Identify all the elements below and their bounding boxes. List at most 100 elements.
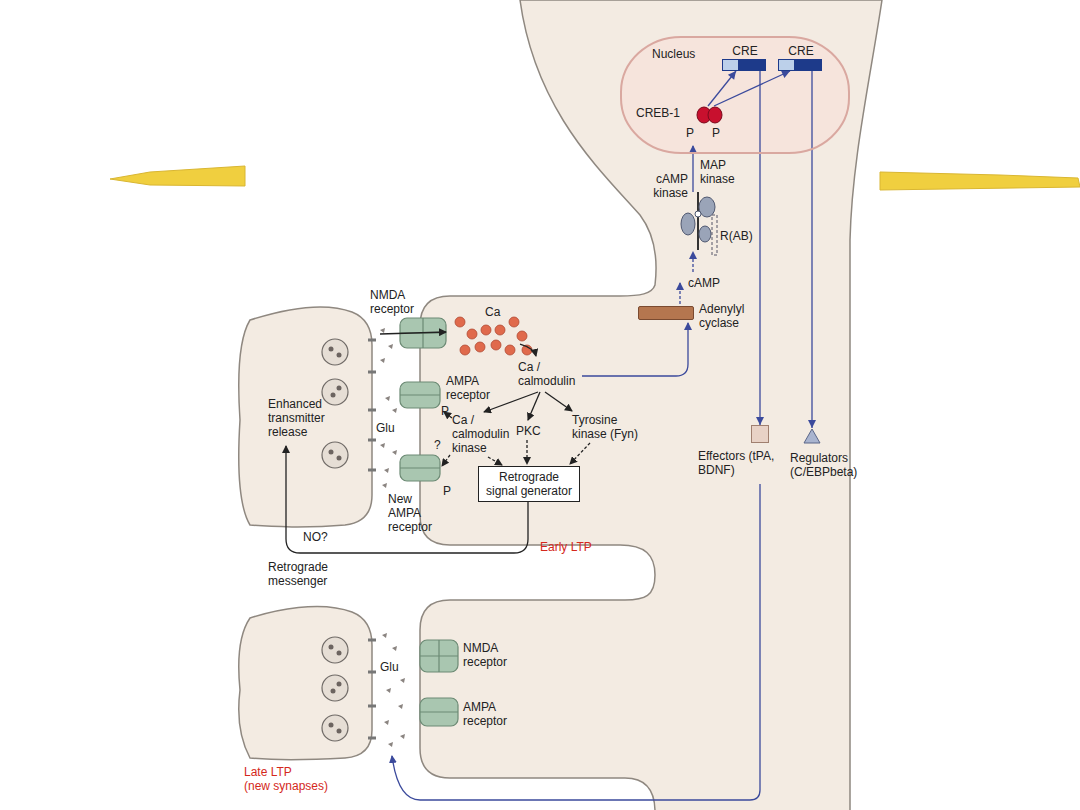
vesicle-content-part — [329, 723, 334, 728]
receptor-part — [400, 467, 440, 468]
text-label: cAMP kinase — [643, 172, 688, 200]
node-text: Nucleus — [652, 47, 695, 61]
highlighter-stroke-part — [110, 166, 245, 186]
glutamate-part — [380, 328, 397, 488]
text-label: New AMPA receptor — [388, 492, 438, 534]
pathway-arrow-part — [582, 323, 688, 376]
signal-arrow-part — [488, 457, 502, 465]
vesicle-content-part — [329, 347, 334, 352]
signal-arrow — [286, 332, 590, 553]
text-label: NMDA receptor — [370, 288, 422, 316]
glutamate-part — [382, 633, 405, 747]
connector — [708, 71, 736, 106]
vesicle-content-part — [329, 645, 334, 650]
text-label: AMPA receptor — [446, 374, 498, 402]
regulator-triangle — [803, 428, 821, 444]
vesicle-content-part — [337, 456, 342, 461]
text-label: ? — [434, 438, 441, 452]
cre-element: CRE — [778, 44, 824, 71]
calcium-ion-part — [455, 317, 465, 327]
node-text: CREB-1 — [636, 106, 680, 120]
active-zone-part — [368, 340, 376, 738]
cre-element: CRE — [722, 44, 768, 71]
text-label: Glu — [380, 660, 399, 674]
connector-line — [811, 71, 812, 428]
node-text: CRE — [778, 44, 824, 58]
kinase-molecule-part — [681, 213, 695, 235]
calcium-ion-part — [460, 345, 470, 355]
text-label: Tyrosine kinase (Fyn) — [572, 413, 652, 441]
creb-protein — [694, 106, 724, 126]
receptor-part — [400, 455, 440, 481]
receptor-part — [400, 394, 440, 395]
connector-line — [714, 71, 790, 106]
node-text: P — [686, 126, 694, 140]
synaptic-vesicle-part — [322, 637, 348, 663]
text-label: Ca — [485, 305, 500, 319]
node-text: Effectors (tPA, BDNF) — [698, 449, 778, 477]
text-label: P — [441, 404, 449, 418]
highlighter-stroke — [110, 166, 1080, 190]
text-label: Late LTP (new synapses) — [244, 765, 344, 793]
arrowhead — [808, 420, 816, 428]
postsynaptic-cell-part — [420, 0, 882, 810]
text-label: Glu — [376, 421, 395, 435]
signal-arrow-part — [520, 344, 536, 356]
connector-line — [708, 71, 736, 106]
vesicle-content-part — [337, 729, 342, 734]
text-label: NMDA receptor — [463, 641, 518, 669]
connector — [756, 71, 764, 425]
connector — [808, 71, 816, 428]
vesicle-content-part — [331, 689, 336, 694]
signal-arrow-part — [570, 443, 590, 464]
effector-marker: Effectors (tPA, BDNF) — [698, 425, 778, 477]
connector — [714, 71, 790, 106]
text-label: P — [443, 484, 451, 498]
receptor-part — [400, 382, 440, 408]
triangle-shape — [804, 429, 820, 443]
synaptic-vesicle-part — [322, 379, 348, 405]
synaptic-vesicle-part — [322, 339, 348, 365]
creb-dimer: CREB-1P P — [636, 106, 728, 142]
pathway-arrow-part — [679, 283, 680, 304]
text-label: PKC — [516, 424, 541, 438]
text-label: NO? — [303, 530, 328, 544]
kinase-molecule — [681, 192, 717, 255]
signal-arrow-part — [442, 455, 450, 466]
vesicle-content-part — [329, 450, 334, 455]
nucleus-fill — [620, 36, 850, 154]
synaptic-vesicle-part — [322, 675, 348, 701]
creb-monomer — [708, 107, 722, 123]
node-text: Retrograde signal generator — [483, 470, 575, 498]
calcium-ion-part — [509, 317, 519, 327]
calcium-ion-part — [467, 329, 477, 339]
nucleus-border — [621, 37, 849, 153]
receptor-part — [420, 698, 458, 726]
vesicle-content-part — [337, 353, 342, 358]
text-label: cAMP — [688, 276, 720, 290]
postsynaptic-cell — [420, 0, 882, 810]
receptor-part — [420, 711, 458, 712]
node-text: P — [712, 126, 720, 140]
kinase-molecule-part — [697, 192, 699, 250]
calcium-ion-part — [481, 325, 491, 335]
calcium-ion-part — [495, 325, 505, 335]
cre-bar — [778, 59, 822, 71]
text-label: Ca / calmodulin kinase — [452, 413, 514, 455]
kinase-molecule-part — [712, 215, 717, 255]
receptor-part — [420, 640, 458, 672]
pathway-arrow-part — [692, 252, 693, 272]
receptor-part — [420, 640, 458, 672]
signal-arrow-part — [528, 392, 540, 420]
kinase-molecule-part — [695, 211, 701, 217]
active-zone — [368, 340, 376, 738]
pathway-arrow-part — [392, 484, 760, 800]
calcium-ion-part — [491, 340, 501, 350]
effector-square — [751, 425, 769, 443]
arrowhead — [728, 71, 736, 80]
cre-bar — [722, 59, 766, 71]
text-label: Early LTP — [540, 540, 592, 554]
